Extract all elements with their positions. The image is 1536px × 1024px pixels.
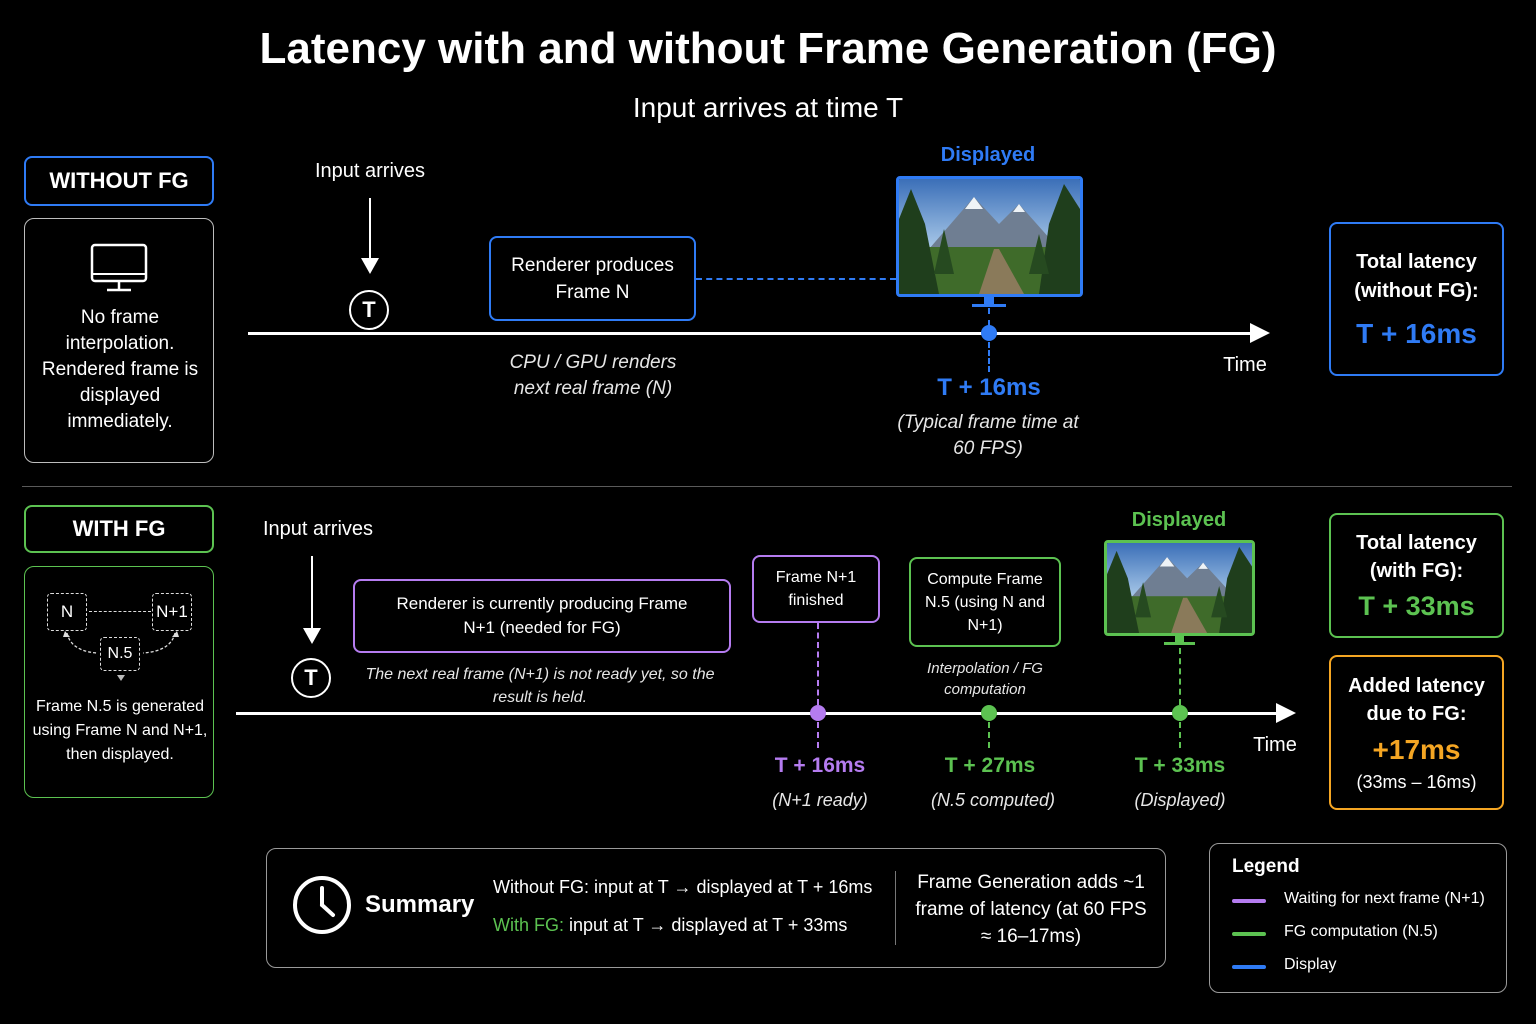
with-monitor-stand xyxy=(1175,636,1184,643)
summary-line-with-text: input at T → displayed at T + 33ms xyxy=(569,915,848,935)
summary-label: Summary xyxy=(365,891,475,918)
landscape-image xyxy=(899,179,1080,294)
with-t-marker: T xyxy=(291,658,331,698)
without-display-dot xyxy=(981,325,997,341)
with-total-value: T + 33ms xyxy=(1358,591,1475,621)
without-timeline-arrowhead xyxy=(1250,323,1270,343)
with-input-arrowhead xyxy=(303,628,321,644)
without-display-note: (Typical frame time at 60 FPS) xyxy=(897,412,1079,459)
without-total-title: Total latency (without FG): xyxy=(1354,251,1479,302)
landscape-image xyxy=(1107,543,1252,633)
legend-swatch xyxy=(1232,932,1266,936)
n1-connector xyxy=(817,623,819,705)
without-display-monitor xyxy=(896,176,1083,297)
without-t-marker: T xyxy=(349,290,389,330)
with-timeline xyxy=(236,712,1278,715)
summary-line-without-prefix: Without FG: xyxy=(493,877,590,897)
summary-line-with: With FG: input at T → displayed at T + 3… xyxy=(493,915,847,936)
with-fg-side-text: Frame N.5 is generated using Frame N and… xyxy=(32,698,208,763)
with-displayed-label: Displayed xyxy=(1131,509,1227,531)
without-monitor-base xyxy=(972,304,1006,307)
legend-item: Display xyxy=(1232,956,1502,976)
frame-n1-finished-box: Frame N+1 finished xyxy=(752,555,880,623)
with-renderer-box: Renderer is currently producing Frame N+… xyxy=(353,579,731,653)
with-monitor-base xyxy=(1164,642,1195,645)
section-divider xyxy=(22,486,1512,487)
compute-n5-box: Compute Frame N.5 (using N and N+1) xyxy=(909,557,1061,647)
diagram-connector xyxy=(89,611,151,612)
diagram-arrows-icon xyxy=(63,631,179,681)
legend-label: Display xyxy=(1284,956,1337,973)
without-renderer-connector xyxy=(696,278,896,280)
summary-line-with-prefix: With FG: xyxy=(493,915,564,935)
added-latency-title: Added latency due to FG: xyxy=(1348,675,1485,725)
added-latency-box: Added latency due to FG: +17ms (33ms – 1… xyxy=(1329,655,1504,810)
legend-swatch xyxy=(1232,899,1266,903)
displayed-time: T + 33ms xyxy=(1134,754,1226,777)
without-fg-side-panel: No frame interpolation. Rendered frame i… xyxy=(24,218,214,463)
without-input-arrow xyxy=(369,198,371,260)
with-total-latency-box: Total latency (with FG): T + 33ms xyxy=(1329,513,1504,638)
diagram-frame-n5: N.5 xyxy=(100,637,140,671)
without-monitor-stand xyxy=(984,297,994,305)
without-displayed-label: Displayed xyxy=(940,144,1036,166)
with-input-label: Input arrives xyxy=(262,518,374,540)
added-latency-note: (33ms – 16ms) xyxy=(1356,772,1477,792)
legend-panel: Legend Waiting for next frame (N+1) FG c… xyxy=(1209,843,1507,993)
added-latency-value: +17ms xyxy=(1372,734,1461,765)
with-fg-tag: WITH FG xyxy=(24,505,214,553)
summary-line-without: Without FG: input at T → displayed at T … xyxy=(493,877,872,898)
displayed-note: (Displayed) xyxy=(1134,790,1226,810)
without-renderer-box: Renderer produces Frame N xyxy=(489,236,696,321)
legend-swatch xyxy=(1232,965,1266,969)
with-fg-side-panel: N N+1 N.5 Frame N.5 is generated using F… xyxy=(24,566,214,798)
without-display-connector xyxy=(988,308,990,326)
summary-right-text: Frame Generation adds ~1 frame of latenc… xyxy=(915,872,1147,947)
diagram-frame-n1: N+1 xyxy=(152,593,192,631)
without-time-label: Time xyxy=(1223,354,1267,376)
legend-label: FG computation (N.5) xyxy=(1284,923,1438,940)
without-renderer-note: CPU / GPU renders next real frame (N) xyxy=(509,352,677,399)
legend-label: Waiting for next frame (N+1) xyxy=(1284,890,1485,907)
legend-item: FG computation (N.5) xyxy=(1232,923,1502,943)
summary-line-without-text: input at T → displayed at T + 16ms xyxy=(594,877,873,897)
compute-note: Interpolation / FG computation xyxy=(927,660,1043,698)
n5-note: (N.5 computed) xyxy=(930,790,1056,810)
summary-divider xyxy=(895,871,896,945)
without-fg-side-text: No frame interpolation. Rendered frame i… xyxy=(41,307,199,432)
page-title: Latency with and without Frame Generatio… xyxy=(259,24,1277,73)
without-fg-tag: WITHOUT FG xyxy=(24,156,214,206)
with-time-label: Time xyxy=(1253,734,1297,756)
without-timeline xyxy=(248,332,1252,335)
monitor-icon xyxy=(90,243,148,292)
without-input-label: Input arrives xyxy=(314,160,426,182)
n1-time: T + 16ms xyxy=(774,754,866,777)
diagram-frame-n: N xyxy=(47,593,87,631)
without-input-arrowhead xyxy=(361,258,379,274)
displayed-dot xyxy=(1172,705,1188,721)
n5-connector-lower xyxy=(988,722,990,748)
page-subtitle: Input arrives at time T xyxy=(632,92,904,123)
n1-connector-lower xyxy=(817,722,819,748)
displayed-connector xyxy=(1179,648,1181,705)
with-display-monitor xyxy=(1104,540,1255,636)
summary-panel: Summary Without FG: input at T → display… xyxy=(266,848,1166,968)
without-total-value: T + 16ms xyxy=(1356,318,1477,349)
n1-dot xyxy=(810,705,826,721)
legend-title: Legend xyxy=(1232,856,1300,877)
displayed-connector-lower xyxy=(1179,722,1181,748)
without-display-time: T + 16ms xyxy=(937,374,1041,401)
legend-item: Waiting for next frame (N+1) xyxy=(1232,890,1502,910)
n5-dot xyxy=(981,705,997,721)
with-timeline-arrowhead xyxy=(1276,703,1296,723)
with-input-arrow xyxy=(311,556,313,630)
without-total-latency-box: Total latency (without FG): T + 16ms xyxy=(1329,222,1504,376)
with-renderer-note: The next real frame (N+1) is not ready y… xyxy=(365,666,715,706)
without-display-connector-lower xyxy=(988,342,990,372)
n5-time: T + 27ms xyxy=(944,754,1036,777)
n1-note: (N+1 ready) xyxy=(772,790,868,810)
with-total-title: Total latency (with FG): xyxy=(1356,532,1477,582)
clock-icon xyxy=(293,876,351,934)
